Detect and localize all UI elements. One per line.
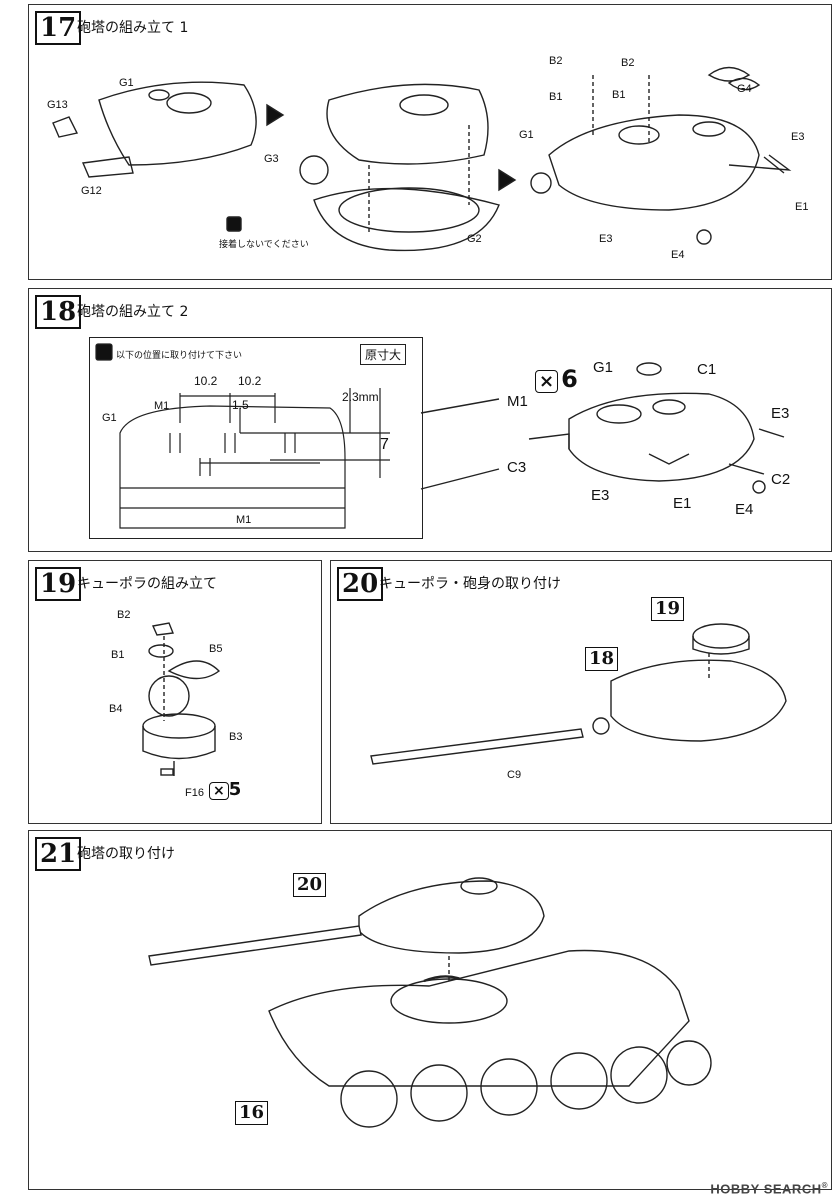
measurement-inset: 以下の位置に取り付けて下さい 原寸大 10.2 10.2 1.5 2.3mm 7… [89, 337, 423, 539]
part-label-e4: E4 [735, 501, 754, 518]
dimension-label: 2.3mm [342, 390, 379, 404]
part-label-f16: F16 [185, 787, 204, 799]
part-label-g3: G3 [264, 153, 279, 165]
no-glue-note: 接着しないでください [219, 239, 309, 249]
step-19-panel: 19 キューポラの組み立て B2 B1 B5 B4 B3 F16 ×5 [28, 560, 322, 824]
part-label-b1: B1 [549, 91, 563, 103]
step-21-illustration [148, 877, 712, 1128]
part-label-g4: G4 [737, 83, 752, 95]
watermark-registered-mark: ® [821, 1180, 828, 1190]
step-title: 砲塔の組み立て 2 [77, 304, 189, 320]
step-20-panel: 20 キューポラ・砲身の取り付け 19 18 C9 [330, 560, 832, 824]
part-label-c3: C3 [507, 459, 527, 476]
step-number: 17 [35, 11, 82, 45]
part-label-b1: B1 [111, 649, 125, 661]
step-number: 19 [35, 567, 82, 601]
step-title: キューポラ・砲身の取り付け [379, 576, 561, 592]
part-label-e1: E1 [673, 495, 692, 512]
dimension-label: 7 [380, 436, 389, 453]
part-label-c2: C2 [771, 471, 791, 488]
step-20-illustration [370, 623, 787, 765]
step-19-illustration [142, 622, 221, 776]
part-label-e3: E3 [791, 131, 805, 143]
times-sign: × [535, 370, 559, 393]
watermark: HOBBY SEARCH® [710, 1181, 828, 1196]
part-label-e4: E4 [671, 249, 685, 261]
part-label-b2: B2 [621, 57, 635, 69]
part-label-b2: B2 [549, 55, 563, 67]
dimension-label: 1.5 [232, 398, 249, 412]
part-label-g2: G2 [467, 233, 482, 245]
inset-diagram [95, 343, 390, 529]
step-number: 21 [35, 837, 82, 871]
step-reference-19: 19 [651, 597, 685, 621]
inset-note: 以下の位置に取り付けて下さい [116, 350, 243, 360]
step-18-panel: 18 砲塔の組み立て 2 [28, 288, 832, 552]
quantity-multiplier: ×6 [535, 365, 581, 393]
part-label-g12: G12 [81, 185, 102, 197]
part-label-g1: G1 [119, 77, 134, 89]
part-label-e3: E3 [771, 405, 790, 422]
dimension-label: 10.2 [238, 374, 262, 388]
step-title: 砲塔の取り付け [77, 846, 175, 862]
step-reference-20: 20 [293, 873, 327, 897]
multiplier-count: 6 [561, 365, 578, 393]
times-sign: × [209, 782, 229, 800]
part-label-m1: M1 [236, 514, 252, 526]
watermark-brand: HOBBY SEARCH [710, 1181, 822, 1196]
part-label-m1: M1 [507, 393, 528, 410]
part-label-b3: B3 [229, 731, 243, 743]
part-label-b4: B4 [109, 703, 123, 715]
part-label-c9: C9 [507, 769, 522, 781]
step-reference-18: 18 [585, 647, 619, 671]
step-reference-16: 16 [235, 1101, 269, 1125]
part-label-g1: G1 [102, 412, 117, 424]
step-title: 砲塔の組み立て 1 [77, 20, 189, 36]
step-18-illustration [420, 362, 785, 494]
part-label-e1: E1 [795, 201, 809, 213]
step-number: 20 [337, 567, 384, 601]
actual-size-badge: 原寸大 [360, 344, 407, 365]
step-17-panel: 17 砲塔の組み立て 1 [28, 4, 832, 280]
part-label-e3: E3 [591, 487, 610, 504]
quantity-multiplier: ×5 [209, 779, 241, 800]
part-label-e3: E3 [599, 233, 613, 245]
part-label-g1: G1 [519, 129, 534, 141]
part-label-b1: B1 [612, 89, 626, 101]
step-17-illustration [52, 66, 792, 252]
step-21-panel: 21 砲塔の取り付け 20 16 [28, 830, 832, 1190]
part-label-c1: C1 [697, 361, 717, 378]
step-title: キューポラの組み立て [77, 576, 217, 592]
part-label-b5: B5 [209, 643, 223, 655]
part-label-g1: G1 [593, 359, 614, 376]
step-number: 18 [35, 295, 82, 329]
part-label-b2: B2 [117, 609, 131, 621]
part-label-m1: M1 [154, 400, 170, 412]
multiplier-count: 5 [228, 779, 242, 800]
part-label-g13: G13 [47, 99, 68, 111]
dimension-label: 10.2 [194, 374, 218, 388]
